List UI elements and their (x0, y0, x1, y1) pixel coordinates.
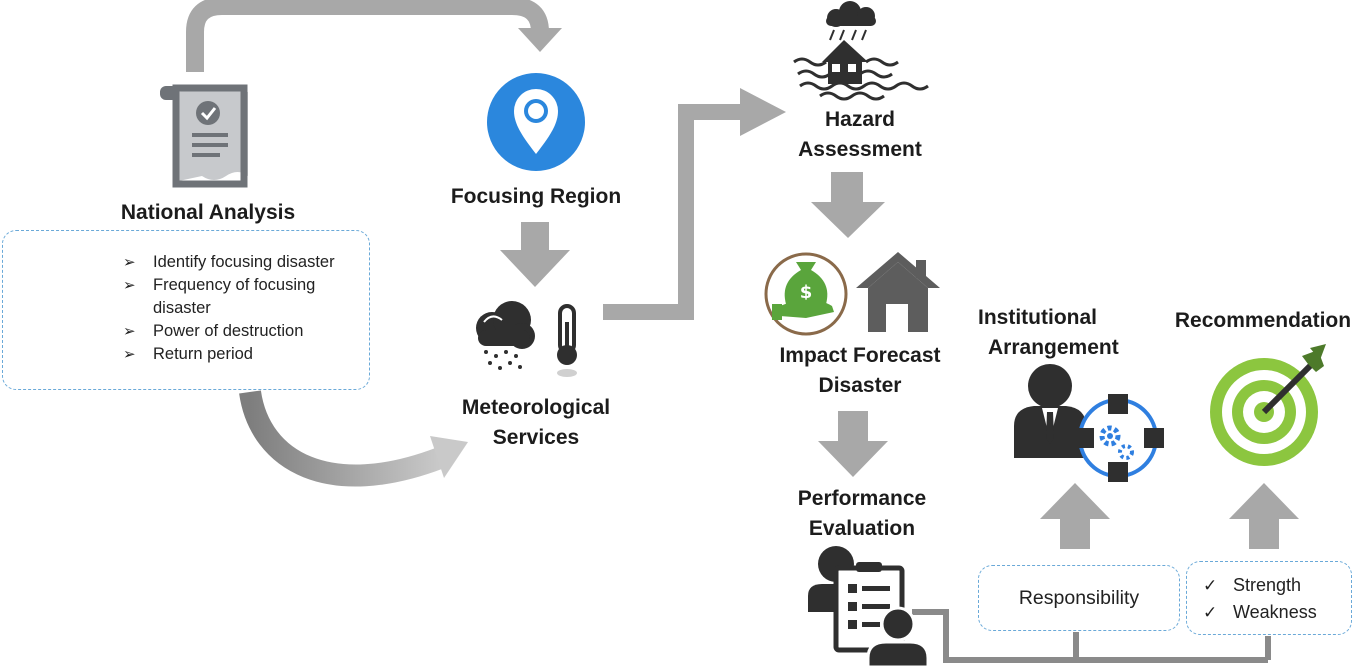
arrow-responsibility-to-institutional (1040, 483, 1110, 549)
arrow-impact-to-performance (818, 411, 888, 477)
list-item: Power of destruction (121, 320, 361, 343)
impact-forecast-title: Impact Forecast Disaster (760, 341, 960, 401)
list-item: Frequency of focusing disaster (121, 274, 361, 320)
performance-evaluation-title: Performance Evaluation (762, 484, 962, 544)
meteorological-services-title: Meteorological Services (436, 393, 636, 453)
arrow-national-to-focusing (186, 0, 549, 72)
flooded-house-icon (793, 1, 929, 101)
meteorological-line-2: Services (492, 426, 580, 449)
responsibility-label: Responsibility (1018, 586, 1140, 609)
responsibility-box: Responsibility (978, 565, 1180, 631)
hazard-assessment-title: Hazard Assessment (760, 105, 960, 165)
arrow-head-curve (430, 436, 468, 478)
list-item: Return period (121, 343, 361, 366)
performance-line-2: Evaluation (808, 517, 916, 540)
evaluation-checks-box: Strength Weakness (1186, 561, 1352, 635)
evaluation-connector (912, 609, 1271, 663)
flow-arrows (186, 0, 1299, 663)
performance-line-1: Performance (797, 487, 927, 510)
institutional-line-1: Institutional (978, 306, 1097, 329)
national-analysis-box: Identify focusing disaster Frequency of … (2, 230, 370, 390)
arrow-meteorological-to-hazard (603, 104, 752, 320)
location-pin-icon (487, 73, 585, 171)
document-certificate-icon (160, 84, 248, 188)
arrow-head-national-to-focusing (518, 28, 562, 52)
list-item: Strength (1203, 572, 1317, 599)
checklist-users-icon (808, 546, 930, 667)
institutional-arrangement-title: Institutional Arrangement (968, 303, 1168, 363)
target-arrow-icon (1210, 344, 1326, 466)
impact-line-2: Disaster (818, 374, 902, 397)
house-icon (856, 252, 940, 332)
institutional-line-2: Arrangement (988, 336, 1119, 359)
arrow-head-to-hazard (740, 88, 786, 136)
money-bag-hand-icon: $ (764, 252, 848, 336)
meteorological-line-1: Meteorological (461, 396, 611, 419)
arrow-evaluation-to-recommendation (1229, 483, 1299, 549)
arrow-hazard-to-impact (811, 172, 885, 238)
national-analysis-list: Identify focusing disaster Frequency of … (121, 251, 361, 366)
impact-line-1: Impact Forecast (779, 344, 941, 367)
focusing-region-title: Focusing Region (450, 185, 622, 208)
list-item: Weakness (1203, 599, 1317, 626)
recommendation-title: Recommendation (1174, 309, 1352, 332)
thermometer-icon (557, 304, 577, 377)
evaluation-checks-list: Strength Weakness (1203, 572, 1317, 626)
arrow-focusing-to-meteorological (500, 222, 570, 287)
national-analysis-title: National Analysis (120, 201, 296, 224)
arrow-national-to-meteorological-curve (239, 390, 444, 487)
hazard-line-2: Assessment (798, 138, 922, 161)
manager-gears-icon (1014, 364, 1164, 482)
hazard-line-1: Hazard (824, 108, 896, 131)
list-item: Identify focusing disaster (121, 251, 361, 274)
storm-cloud-icon (476, 301, 535, 370)
svg-text:$: $ (800, 282, 813, 303)
